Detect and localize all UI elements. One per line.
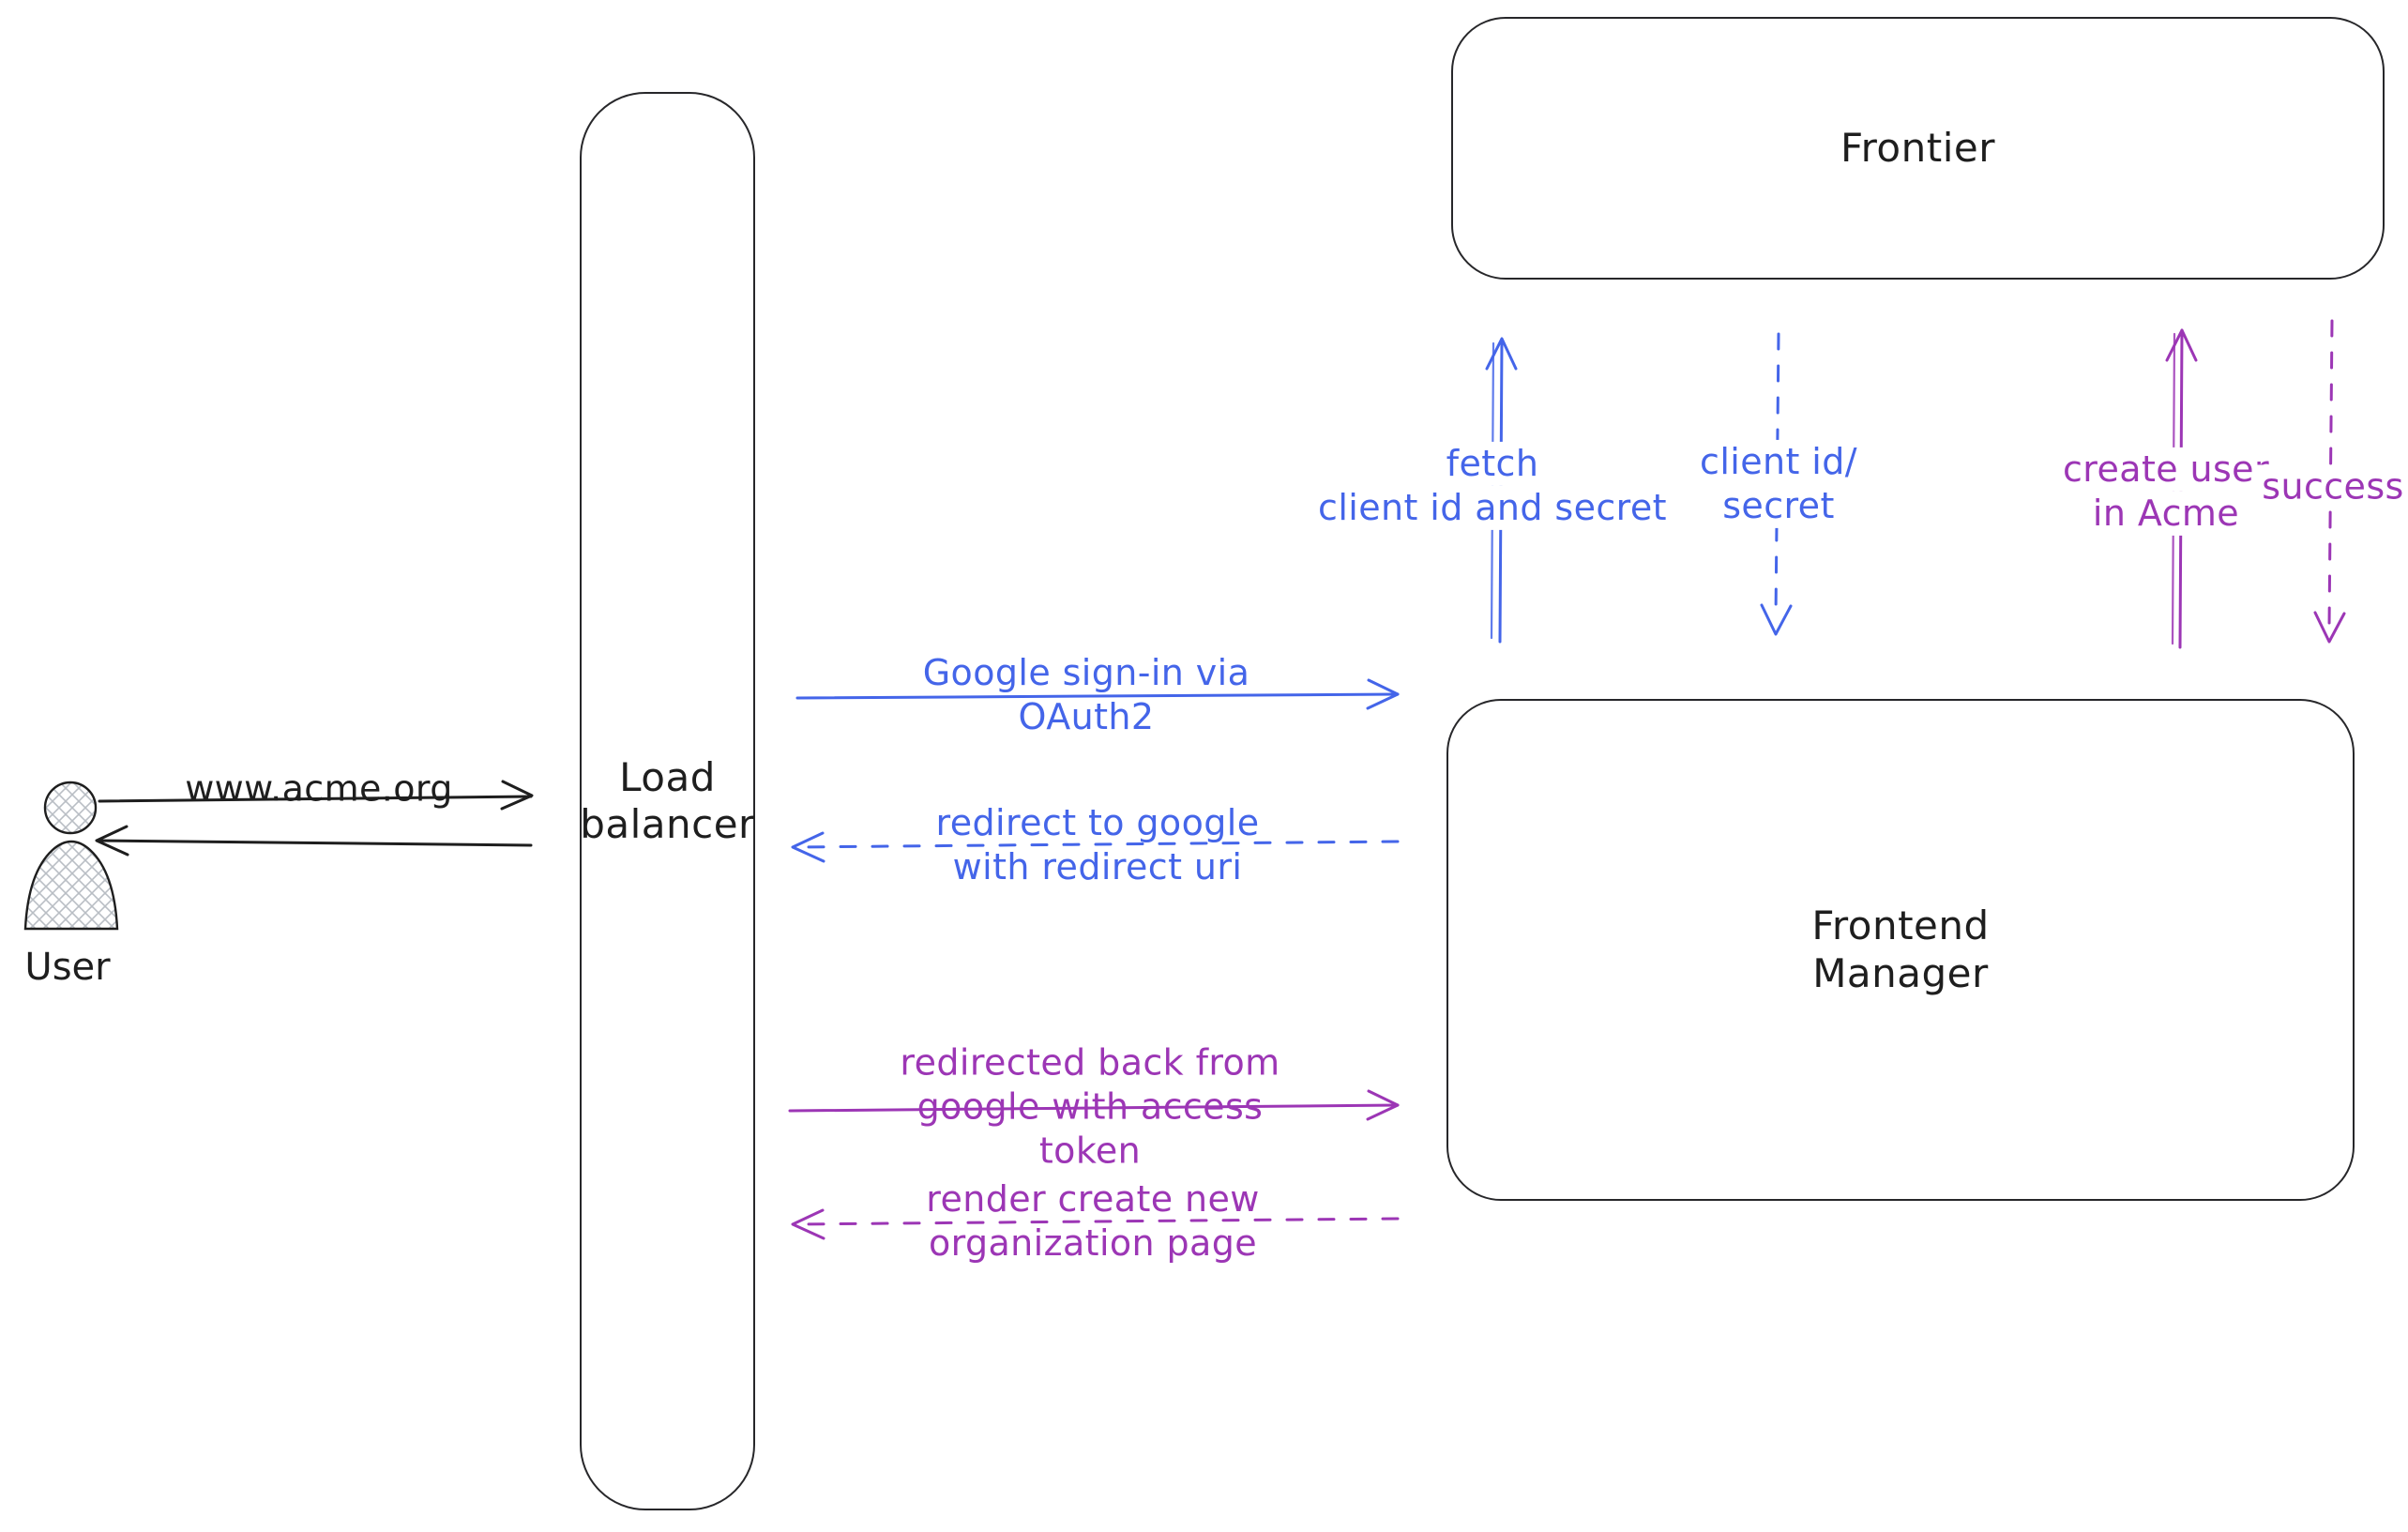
edge-label-render-org-page: render create new organization page [926,1177,1260,1266]
edge-label-fetch-creds-line2: client id and secret [1310,486,1674,531]
frontend-manager-label: Frontend Manager [1811,903,1989,997]
edge-label-redirected-back-line2: google with access [916,1085,1264,1128]
arrow-redirected-back [788,1089,1400,1121]
edge-label-redirected-back: redirected back from google with access … [900,1040,1280,1173]
edge-label-redirect-google-line1: redirect to google [935,801,1260,843]
arrow-redirect-google [791,831,1400,863]
edge-label-success-text: success [2254,464,2408,509]
edge-label-redirect-google: redirect to google with redirect uri [936,801,1260,889]
frontier-label: Frontier [1840,125,1995,172]
arrow-success [2313,319,2346,644]
node-frontier: Frontier [1451,17,2385,280]
arrow-lb-to-user [95,825,533,857]
frontend-manager-label-line2: Manager [1812,949,1989,996]
edge-label-google-signin: Google sign-in via OAuth2 [923,651,1250,739]
edge-label-www-acme-text: www.acme.org [185,767,453,810]
edge-label-redirected-back-line1: redirected back from [900,1041,1280,1084]
user-icon-head [43,781,98,835]
user-label: User [24,946,111,989]
arrow-google-signin [795,678,1400,710]
load-balancer-label: Load balancer [580,754,755,849]
node-load-balancer: Load balancer [580,92,755,1510]
edge-label-create-user-line2: in Acme [2055,492,2277,537]
load-balancer-label-line2: balancer [580,801,755,847]
edge-label-create-user: create user in Acme [2055,447,2277,537]
edge-label-client-id-secret-line1: client id/ [1692,439,1865,484]
edge-label-fetch-creds-line1: fetch [1310,441,1674,486]
edge-label-create-user-line1: create user [2055,447,2277,492]
edge-label-fetch-creds: fetch client id and secret [1310,441,1674,531]
arrow-www-acme [98,780,534,811]
user-icon-body [23,840,119,931]
edge-label-render-org-page-line2: organization page [928,1222,1258,1264]
edge-label-render-org-page-line1: render create new [926,1177,1260,1220]
edge-label-www-acme: www.acme.org [185,766,453,811]
edge-label-redirect-google-line2: with redirect uri [952,846,1243,887]
frontend-manager-label-line1: Frontend [1811,903,1990,949]
edge-label-client-id-secret-line2: secret [1692,484,1865,529]
user-icon [23,781,119,931]
load-balancer-label-line1: Load [619,753,716,800]
arrow-render-org-page [791,1208,1400,1240]
edge-label-google-signin-line2: OAuth2 [1018,696,1155,737]
edge-label-client-id-secret: client id/ secret [1692,439,1865,529]
edge-label-success: success [2254,464,2408,509]
edge-label-google-signin-line1: Google sign-in via [922,651,1250,693]
frontier-label-text: Frontier [1840,124,1995,171]
edge-label-redirected-back-line3: token [1038,1130,1142,1172]
node-frontend-manager: Frontend Manager [1446,699,2355,1201]
